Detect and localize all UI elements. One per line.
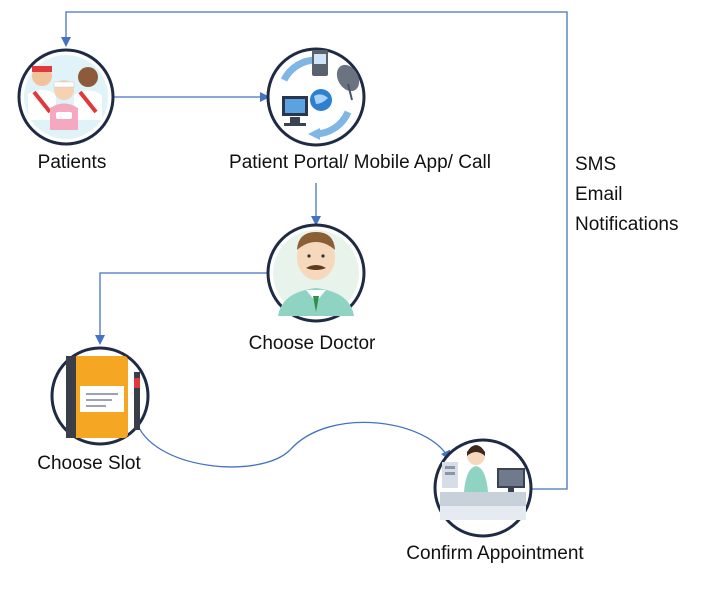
connector-notifications-loop [61,11,568,490]
patients-group-icon [24,55,108,139]
node-doctor [266,223,366,323]
portal-devices-icon [280,50,360,140]
node-portal [266,47,366,147]
slot-label: Choose Slot [37,453,141,474]
node-confirm [433,438,533,538]
doctor-icon [273,230,359,316]
connectors [61,11,568,490]
node-slot [50,346,150,446]
doctor-label: Choose Doctor [248,333,376,354]
connector-doctor-to-slot [95,272,268,345]
planner-notebook-icon [66,356,140,438]
patients-label: Patients [37,152,107,173]
reception-desk-icon [440,445,526,520]
channel-email-label: Email [575,184,623,205]
portal-label: Patient Portal/ Mobile App/ Call [229,152,491,173]
connector-slot-to-confirm [135,419,450,468]
confirm-label: Confirm Appointment [406,543,584,564]
channel-notifications-label: Notifications [575,214,679,235]
channel-sms-label: SMS [575,154,617,175]
node-patients [17,48,115,146]
